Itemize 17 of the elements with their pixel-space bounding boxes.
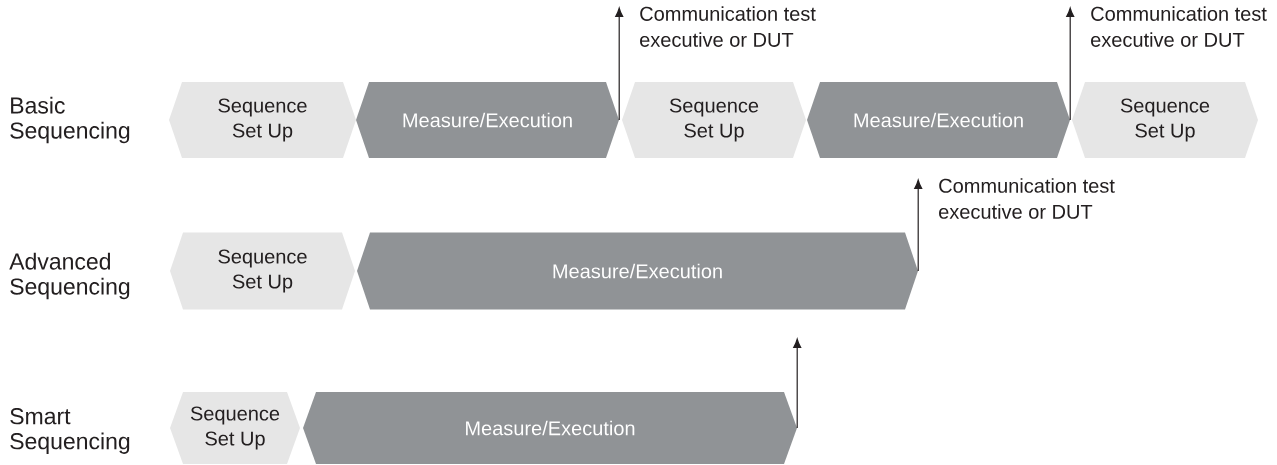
arrow	[1066, 7, 1075, 121]
process-hexagon: Measure/Execution	[807, 82, 1070, 158]
process-hexagon: Sequence Set Up	[170, 392, 300, 464]
row-label: Advanced Sequencing	[9, 252, 130, 300]
process-hexagon: Sequence Set Up	[169, 82, 356, 158]
process-hexagon: Sequence Set Up	[622, 82, 806, 158]
row-label: Basic Sequencing	[10, 96, 130, 144]
row-label: Smart Sequencing	[10, 408, 130, 454]
arrow	[914, 179, 923, 272]
arrow	[615, 7, 624, 121]
process-hexagon: Sequence Set Up	[1072, 82, 1258, 158]
process-hexagon: Sequence Set Up	[170, 232, 355, 310]
process-hexagon: Measure/Execution	[356, 82, 619, 158]
annotation-text: Communication test executive or DUT	[1091, 6, 1267, 47]
annotation-text: Communication test executive or DUT	[640, 6, 816, 47]
annotation-text: Communication test executive or DUT	[939, 178, 1115, 219]
arrow	[793, 338, 802, 429]
